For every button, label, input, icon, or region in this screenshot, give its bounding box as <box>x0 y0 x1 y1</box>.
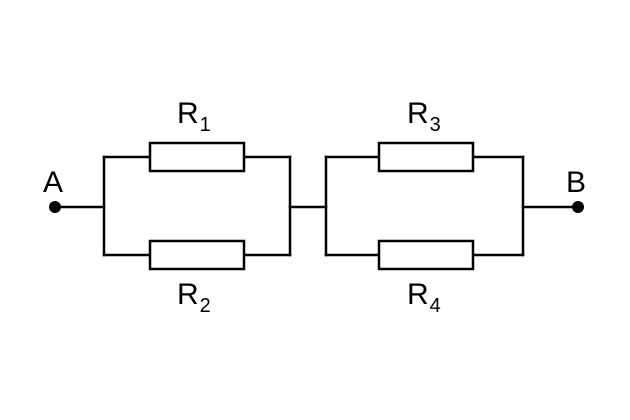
resistor-r1-label: R1 <box>177 97 211 136</box>
terminal-a-label: A <box>43 166 63 199</box>
terminal-a-dot <box>49 201 61 213</box>
resistor-r3-index: 3 <box>430 114 441 136</box>
resistor-r2-index: 2 <box>200 295 211 317</box>
resistor-r3-letter: R <box>407 97 429 130</box>
resistor-r4-letter: R <box>407 278 429 311</box>
resistor-r4-index: 4 <box>430 295 441 317</box>
terminal-b-dot <box>572 201 584 213</box>
resistor-r4-label: R4 <box>407 278 441 317</box>
resistor-r2-letter: R <box>177 278 199 311</box>
resistor-r1-letter: R <box>177 97 199 130</box>
resistor-r3 <box>377 141 475 173</box>
resistor-r1 <box>148 141 246 173</box>
resistor-r1-index: 1 <box>200 114 211 136</box>
resistor-r2 <box>148 239 246 271</box>
terminal-b-label: B <box>566 166 586 199</box>
resistor-r2-label: R2 <box>177 278 211 317</box>
resistor-r4 <box>377 239 475 271</box>
resistor-r3-label: R3 <box>407 97 441 136</box>
wires <box>53 155 580 257</box>
